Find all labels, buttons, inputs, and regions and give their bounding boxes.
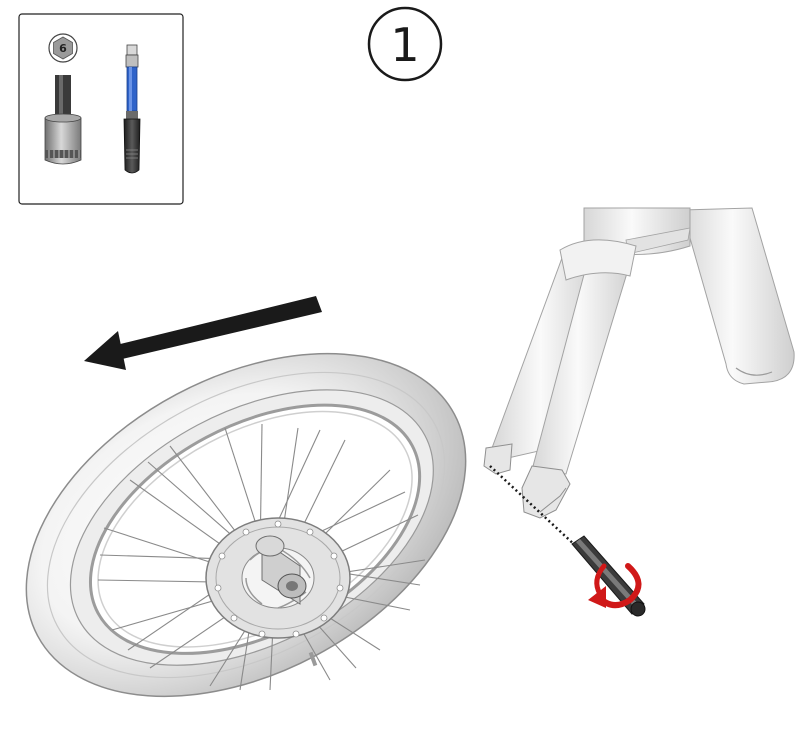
step-number: 1	[390, 18, 419, 72]
tool-box-frame	[19, 14, 183, 204]
hex-size-label: 6	[59, 42, 67, 55]
step-indicator: 1	[369, 8, 441, 80]
hex-size-badge: 6	[49, 34, 77, 62]
fork	[484, 240, 636, 518]
front-wheel	[0, 284, 524, 745]
tool-box: 6	[19, 14, 183, 204]
